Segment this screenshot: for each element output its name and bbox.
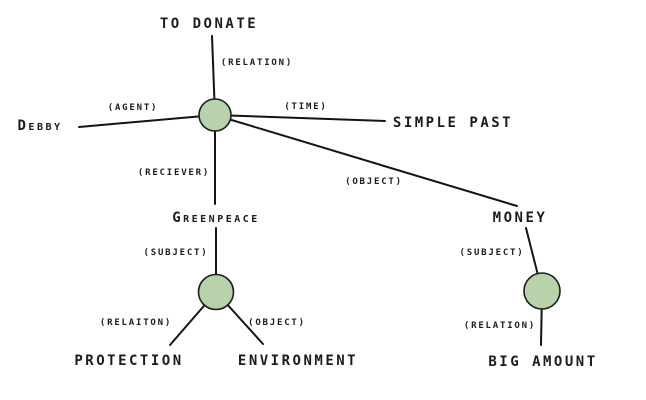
concept-environment: ENVIRONMENT [237, 353, 359, 369]
role-subject-right: (SUBJECT) [459, 248, 525, 258]
relation-node-greenpeace [197, 273, 235, 311]
concept-debby: Debby [17, 118, 63, 134]
concept-greenpeace: Greenpeace [172, 210, 260, 226]
edge-object-upper [214, 114, 518, 207]
role-subject-left: (SUBJECT) [143, 248, 209, 258]
relation-node-money [523, 272, 561, 310]
role-object-upper: (OBJECT) [345, 177, 403, 187]
role-agent: (AGENT) [107, 103, 159, 113]
relation-node-main [198, 98, 232, 132]
role-reciever: (RECIEVER) [137, 168, 211, 178]
edge-time [214, 114, 386, 122]
role-relation-lower-right: (RELATION) [463, 321, 537, 331]
role-time: (TIME) [284, 102, 328, 112]
concept-to-donate: TO DONATE [159, 16, 259, 32]
concept-simple-past: SIMPLE PAST [392, 115, 514, 131]
concept-big-amount: BIG AMOUNT [488, 354, 598, 370]
role-object-lower: (OBJECT) [248, 318, 306, 328]
edge-agent [78, 114, 216, 128]
role-relaiton-lower-left: (RELAITON) [99, 318, 173, 328]
role-relation-top: (RELATION) [220, 58, 294, 68]
concept-protection: PROTECTION [74, 353, 184, 369]
concept-money: MONEY [492, 210, 548, 226]
